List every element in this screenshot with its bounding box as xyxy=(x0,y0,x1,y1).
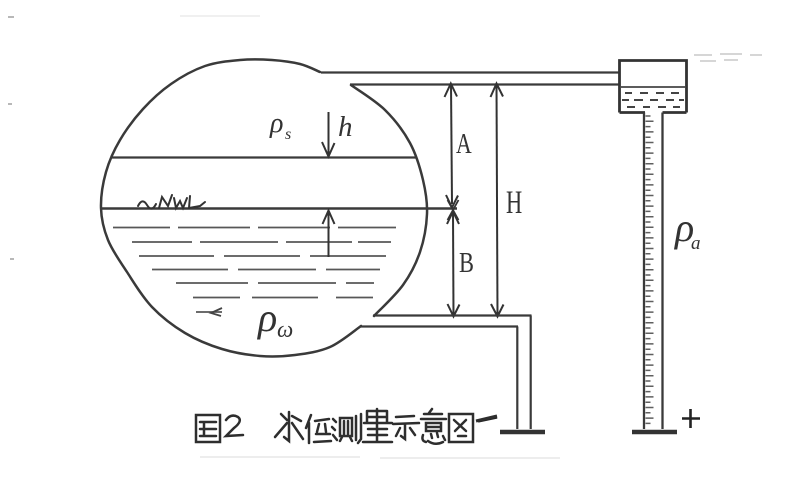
svg-text:A: A xyxy=(456,127,472,160)
svg-text:ρ: ρ xyxy=(269,108,283,139)
svg-text:ω: ω xyxy=(277,317,293,342)
svg-text:ρ: ρ xyxy=(673,205,694,250)
svg-text:B: B xyxy=(459,248,474,279)
svg-text:H: H xyxy=(506,185,522,221)
svg-text:a: a xyxy=(691,233,701,254)
svg-text:s: s xyxy=(285,126,291,143)
svg-text:h: h xyxy=(338,111,353,143)
svg-text:ρ: ρ xyxy=(256,295,277,340)
